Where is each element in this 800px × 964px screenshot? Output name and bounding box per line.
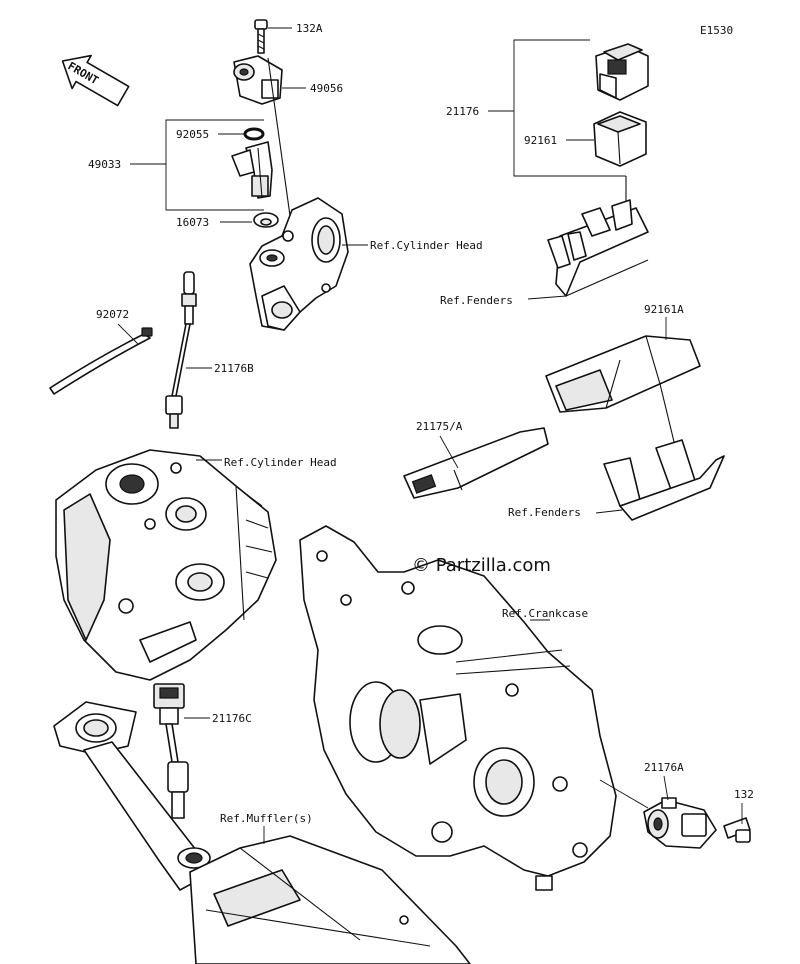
rubber-cover-92161a[interactable] — [545, 335, 701, 413]
sensor-21176a[interactable] — [643, 797, 717, 849]
label-ref-cylinder-head-2: Ref.Cylinder Head — [224, 456, 337, 469]
sensor-21176b[interactable] — [165, 271, 197, 429]
label-92072: 92072 — [96, 308, 129, 321]
label-21176a: 21176A — [644, 761, 684, 774]
throttle-body — [249, 57, 349, 331]
label-21176c: 21176C — [212, 712, 252, 725]
label-21176b: 21176B — [214, 362, 254, 375]
label-ref-fenders-1: Ref.Fenders — [440, 294, 513, 307]
sensor-21176[interactable] — [595, 43, 649, 101]
diagram-code: E1530 — [700, 24, 733, 37]
fender-bracket-1 — [547, 176, 649, 297]
injector-49033[interactable] — [231, 141, 273, 199]
label-ref-fenders-2: Ref.Fenders — [508, 506, 581, 519]
connector-21175a[interactable] — [403, 427, 549, 499]
label-132: 132 — [734, 788, 754, 801]
label-ref-cylinder-head-1: Ref.Cylinder Head — [370, 239, 483, 252]
label-ref-crankcase: Ref.Crankcase — [502, 607, 588, 620]
front-arrow: FRONT — [61, 54, 130, 107]
label-21176: 21176 — [446, 105, 479, 118]
muffler — [189, 835, 471, 964]
cable-tie-92072[interactable] — [49, 327, 153, 395]
washer-16073[interactable] — [253, 212, 279, 228]
sensor-49056[interactable] — [233, 55, 283, 105]
watermark: © Partzilla.com — [412, 555, 551, 576]
label-92055: 92055 — [176, 128, 209, 141]
bolt-132a[interactable] — [254, 19, 268, 54]
label-21175a: 21175/A — [416, 420, 463, 433]
label-16073: 16073 — [176, 216, 209, 229]
bolt-132[interactable] — [723, 817, 751, 843]
label-92161: 92161 — [524, 134, 557, 147]
label-ref-mufflers: Ref.Muffler(s) — [220, 812, 313, 825]
rubber-cover-92161[interactable] — [593, 111, 647, 167]
o-ring-92055[interactable] — [243, 127, 265, 141]
crankcase — [299, 525, 617, 891]
label-92161a: 92161A — [644, 303, 684, 316]
label-132a: 132A — [296, 22, 323, 35]
cylinder-head — [55, 449, 277, 681]
label-49033: 49033 — [88, 158, 121, 171]
sensor-21176c[interactable] — [153, 683, 189, 819]
fender-bracket-2 — [603, 383, 725, 521]
label-49056: 49056 — [310, 82, 343, 95]
exhaust-pipe — [53, 701, 211, 891]
